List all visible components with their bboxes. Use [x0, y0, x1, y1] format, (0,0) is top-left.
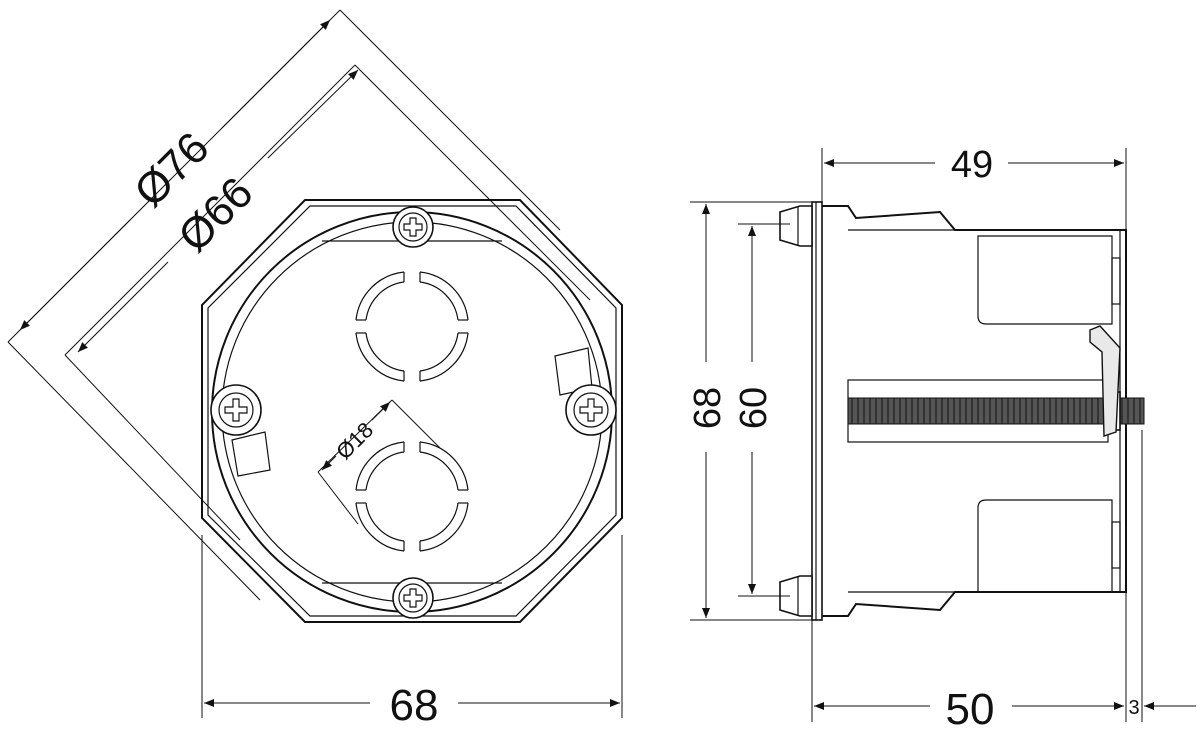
dim-inner-diameter	[64, 64, 591, 541]
dim-width	[201, 535, 623, 718]
threaded-screw-icon	[847, 391, 1145, 431]
outer-rim-circle	[211, 211, 613, 613]
screw-top-icon	[392, 206, 434, 248]
inner-rim-circle	[221, 221, 603, 603]
box-outer-flange	[201, 199, 623, 623]
front-view	[7, 9, 623, 718]
side-screw-top-icon	[779, 205, 813, 247]
screw-left-icon	[210, 384, 262, 436]
label-height-outer: 68	[687, 387, 729, 429]
dim-knockout	[317, 399, 441, 525]
dim-height-inner	[738, 223, 790, 597]
dim-depth-bottom	[811, 430, 1143, 722]
side-clamp-claw	[1089, 325, 1121, 437]
knockout-bottom	[355, 441, 469, 552]
screw-right-icon	[565, 384, 617, 436]
dim-outer-diameter	[7, 9, 561, 601]
label-depth-bottom: 50	[946, 685, 995, 734]
side-screw-bottom-icon	[779, 575, 813, 617]
left-screw-slot	[231, 431, 271, 477]
side-flange	[811, 201, 823, 621]
screw-bottom-icon	[392, 577, 434, 619]
label-flange: 3	[1128, 697, 1139, 719]
side-upper-tab	[977, 235, 1113, 325]
side-lower-tab	[977, 499, 1113, 593]
side-view	[690, 148, 1196, 722]
dim-height-outer	[690, 201, 812, 621]
label-height-inner: 60	[733, 387, 775, 429]
label-depth-top: 49	[951, 144, 993, 186]
dim-depth-top	[821, 148, 1127, 230]
label-width: 68	[390, 681, 439, 730]
knockout-top	[355, 271, 469, 382]
